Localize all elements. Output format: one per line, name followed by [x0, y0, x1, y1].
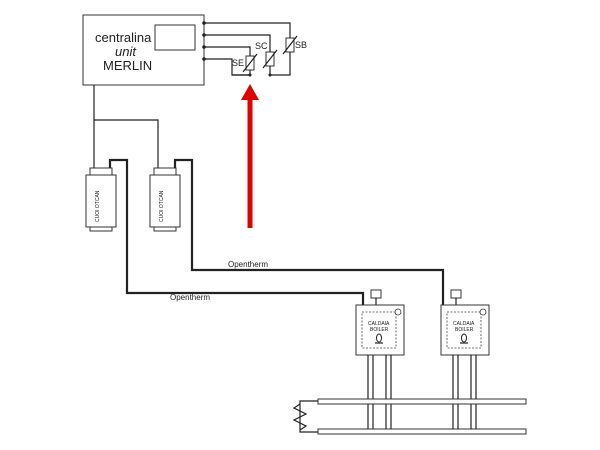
sensor-sc-label: SC: [255, 41, 268, 51]
flame-icon: [376, 333, 382, 343]
control-unit-line1: centralina: [95, 30, 152, 45]
boiler-2-label-1: CALDAIA: [453, 321, 475, 327]
return-pipe: [317, 428, 527, 435]
interface-2-label: CUOI OTCAN: [159, 190, 165, 222]
control-unit: centralina unit MERLIN: [82, 14, 206, 86]
red-arrow-icon: [241, 84, 259, 228]
interface-box-2: [149, 174, 181, 228]
boiler-1-label-2: BOILER: [370, 327, 389, 333]
boiler-1-label-1: CALDAIA: [368, 321, 390, 327]
interface-box-1: [85, 174, 117, 228]
sensor-wiring: SB SC SE: [204, 22, 307, 77]
flow-pipe: [317, 398, 527, 405]
interface-1-label: CUOI OTCAN: [95, 190, 101, 222]
opentherm-label-2: Opentherm: [170, 293, 210, 302]
boiler-2: CALDAIA BOILER: [440, 289, 490, 430]
opentherm-wiring: Opentherm Opentherm: [108, 158, 445, 305]
boiler-1-box: [355, 304, 405, 356]
sensor-se-label: SE: [232, 58, 244, 68]
boiler-1: CALDAIA BOILER: [355, 289, 405, 430]
heat-load-icon: [292, 403, 308, 431]
hydraulic-manifold: [292, 398, 527, 435]
control-unit-line2: unit: [115, 44, 137, 59]
control-unit-line3: MERLIN: [103, 58, 152, 73]
flame-icon: [461, 333, 467, 343]
boiler-2-label-2: BOILER: [455, 327, 474, 333]
unit-to-interface-wiring: [93, 85, 159, 175]
interface-module-1: CUOI OTCAN: [85, 167, 117, 232]
opentherm-label-1: Opentherm: [228, 260, 268, 269]
control-unit-display: [154, 24, 196, 51]
interface-module-2: CUOI OTCAN: [149, 167, 181, 232]
sensor-sb-label: SB: [295, 40, 307, 50]
